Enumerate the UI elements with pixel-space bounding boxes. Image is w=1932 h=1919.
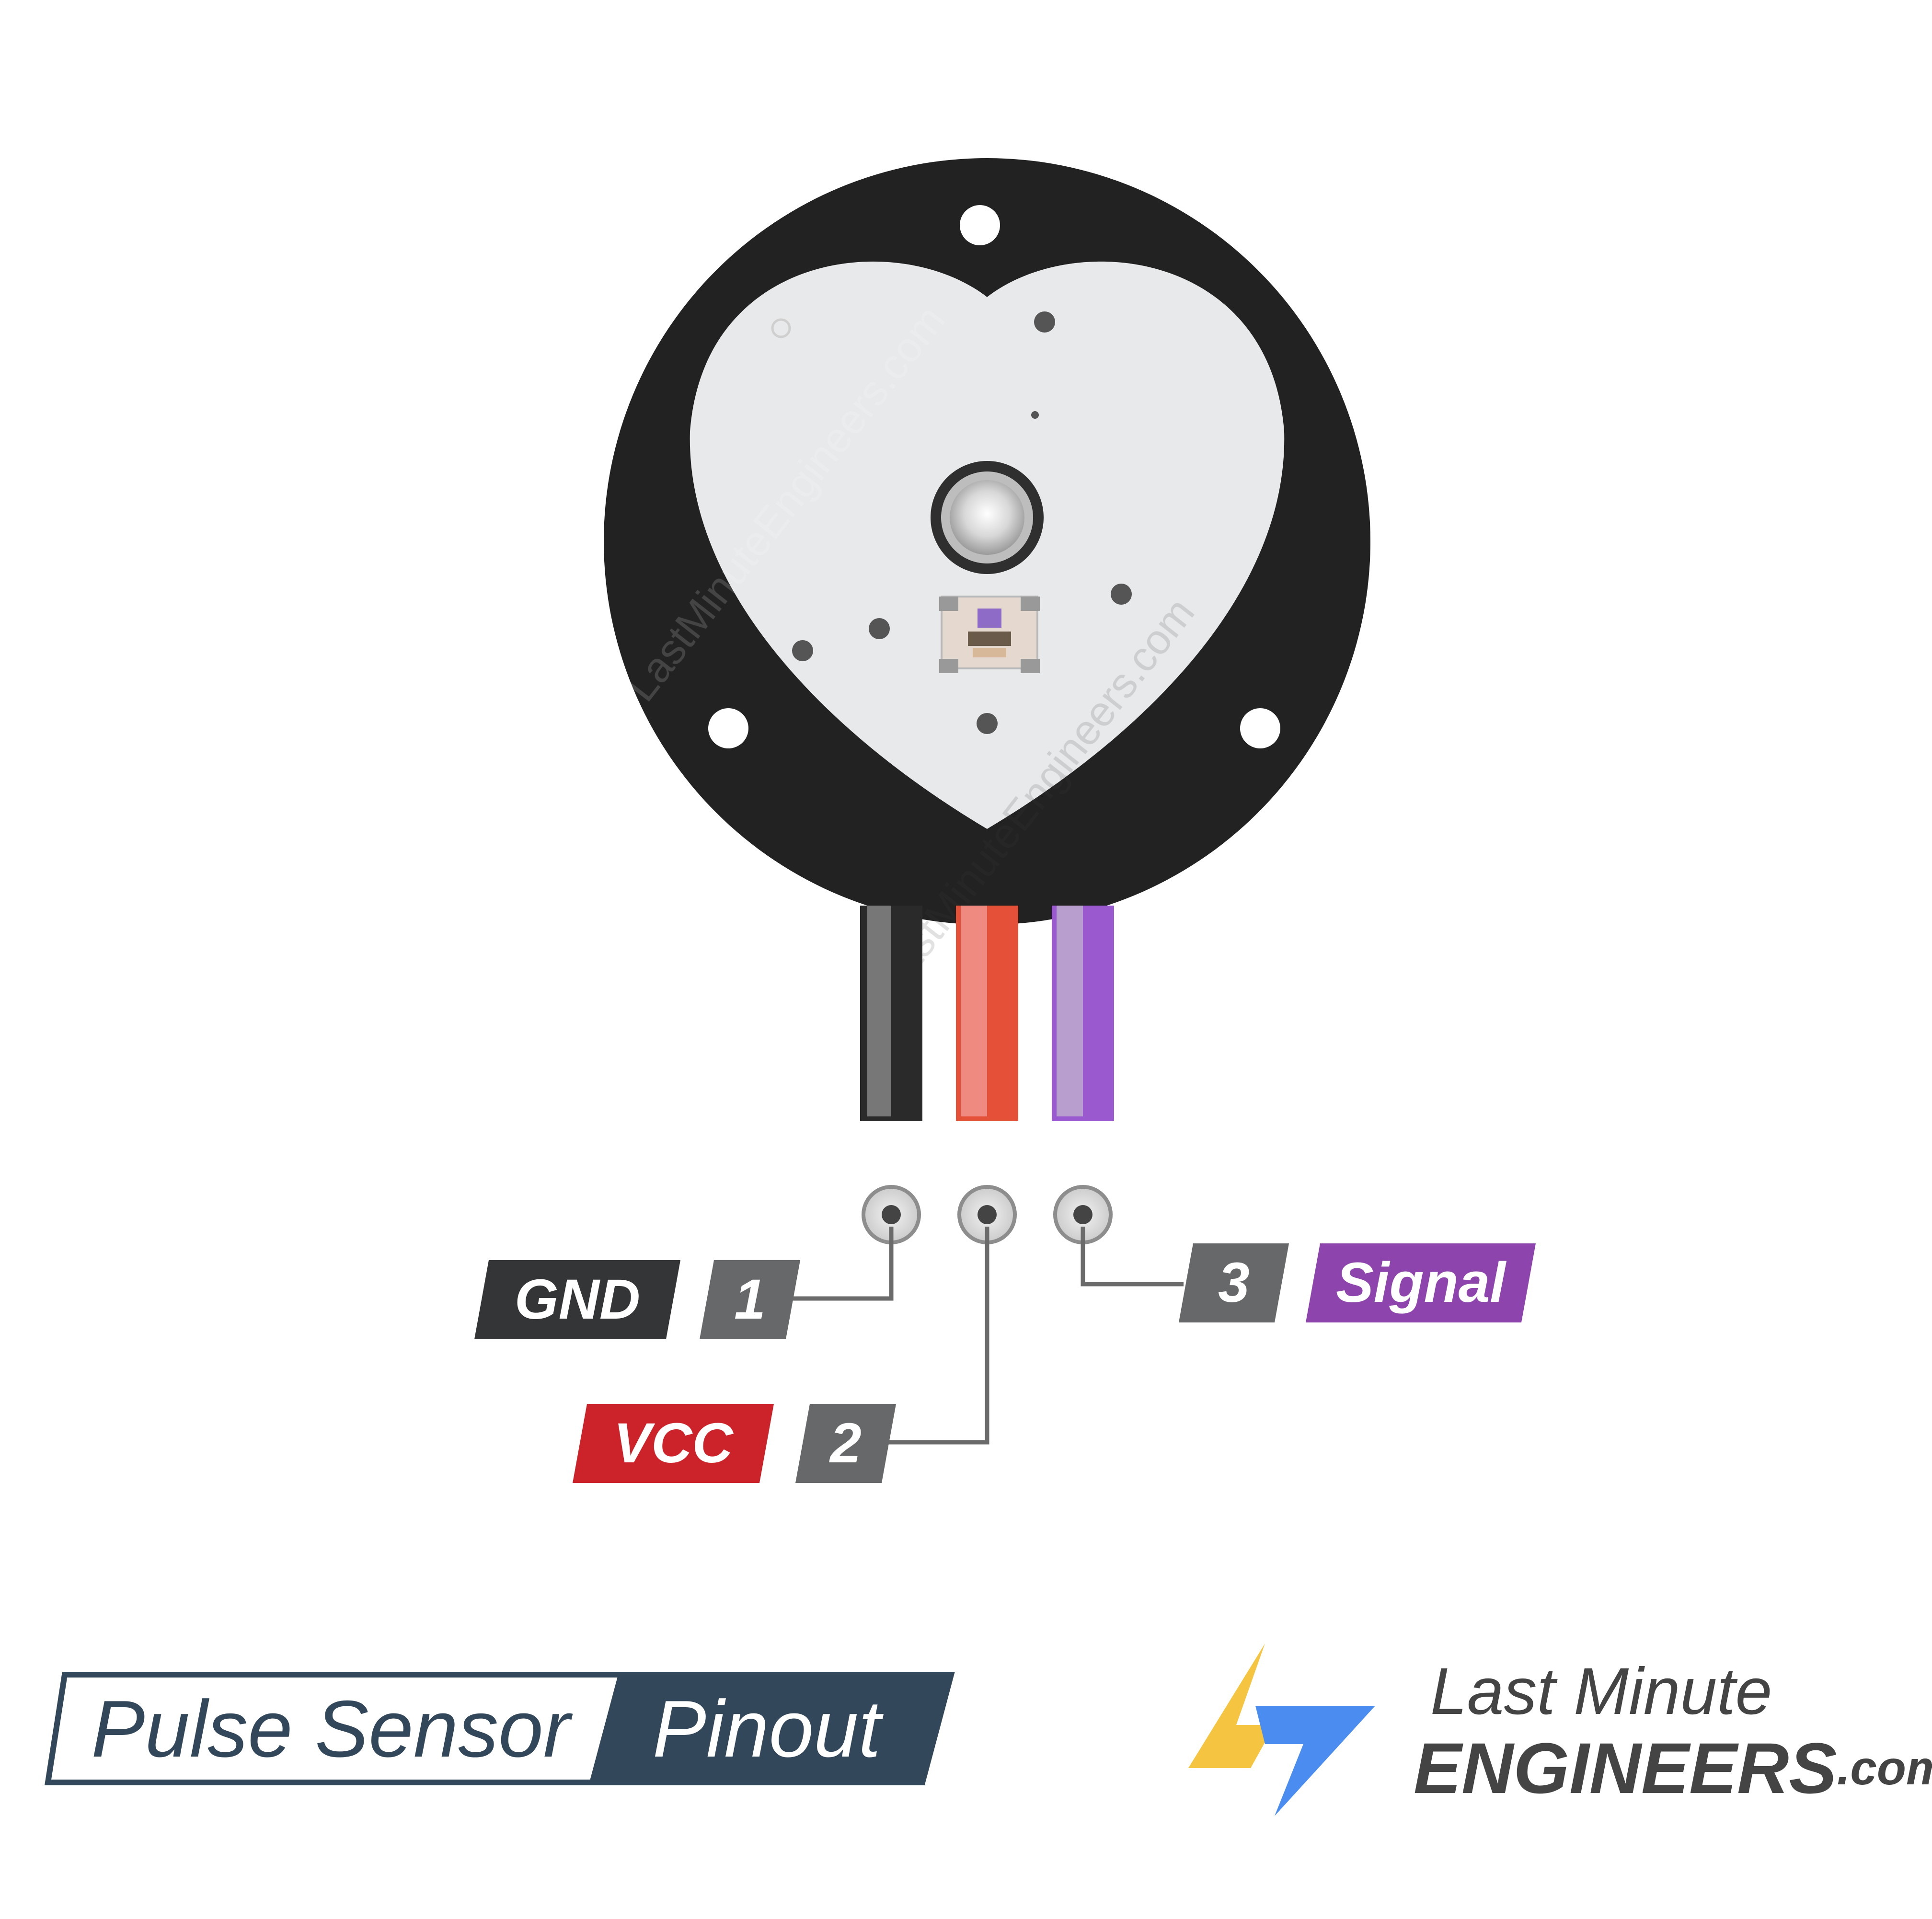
pin-number-1: 1 <box>734 1268 766 1331</box>
pin-label-3: 3 Signal <box>1179 1243 1536 1322</box>
pin-name-vcc: VCC <box>613 1412 734 1475</box>
lightning-bolt-icon <box>1188 1643 1375 1816</box>
pin-label-2: VCC 2 <box>573 1404 896 1483</box>
brand-suffix: .com <box>1837 1741 1932 1795</box>
pin-number-badge-2 <box>795 1404 896 1483</box>
via <box>1034 311 1055 333</box>
leader-line-2 <box>882 1227 989 1445</box>
pin-name-signal: Signal <box>1336 1251 1506 1314</box>
pin-label-1: GND 1 <box>474 1260 800 1339</box>
pulse-sensor-board: LastMinuteEngineers.com LastMinuteEngine… <box>604 158 1370 1002</box>
leader-line-3 <box>1081 1227 1184 1287</box>
via <box>1031 411 1039 419</box>
via <box>1111 584 1132 605</box>
pin-name-gnd: GND <box>515 1268 640 1331</box>
pin-number-badge-1 <box>700 1260 800 1339</box>
brand-line2-main: ENGINEERS <box>1414 1728 1837 1808</box>
signal-wire <box>1052 906 1114 1121</box>
led-icon <box>931 461 1044 574</box>
pin-number-badge-3 <box>1179 1243 1289 1322</box>
light-sensor-chip-icon <box>939 596 1040 673</box>
title-right: Pinout <box>653 1684 884 1774</box>
wires <box>860 906 1114 1121</box>
leader-line-1 <box>786 1227 894 1301</box>
gnd-wire <box>860 906 922 1121</box>
pin-number-3: 3 <box>1218 1251 1250 1314</box>
mounting-hole-top <box>960 205 1000 245</box>
brand-line1: Last Minute <box>1430 1655 1772 1728</box>
via <box>869 618 890 639</box>
pin-name-badge-gnd <box>474 1260 680 1339</box>
mounting-hole-left <box>708 708 748 748</box>
via <box>792 640 813 661</box>
pin-pad-3 <box>1053 1185 1113 1244</box>
title-box-fill <box>589 1675 951 1782</box>
leader-lines <box>786 1227 1184 1445</box>
brand-line2: ENGINEERS.com <box>1414 1728 1932 1808</box>
title-box: Pulse Sensor Pinout <box>44 1672 955 1785</box>
via <box>771 318 791 338</box>
via <box>977 713 998 734</box>
title-left: Pulse Sensor <box>91 1684 573 1774</box>
pin-name-badge-vcc <box>573 1404 774 1483</box>
brand-logo: Last Minute ENGINEERS.com <box>1188 1643 1932 1816</box>
mounting-hole-right <box>1240 708 1280 748</box>
pin-name-badge-signal <box>1306 1243 1536 1322</box>
vcc-wire <box>956 906 1018 1121</box>
pin-number-2: 2 <box>829 1412 862 1475</box>
